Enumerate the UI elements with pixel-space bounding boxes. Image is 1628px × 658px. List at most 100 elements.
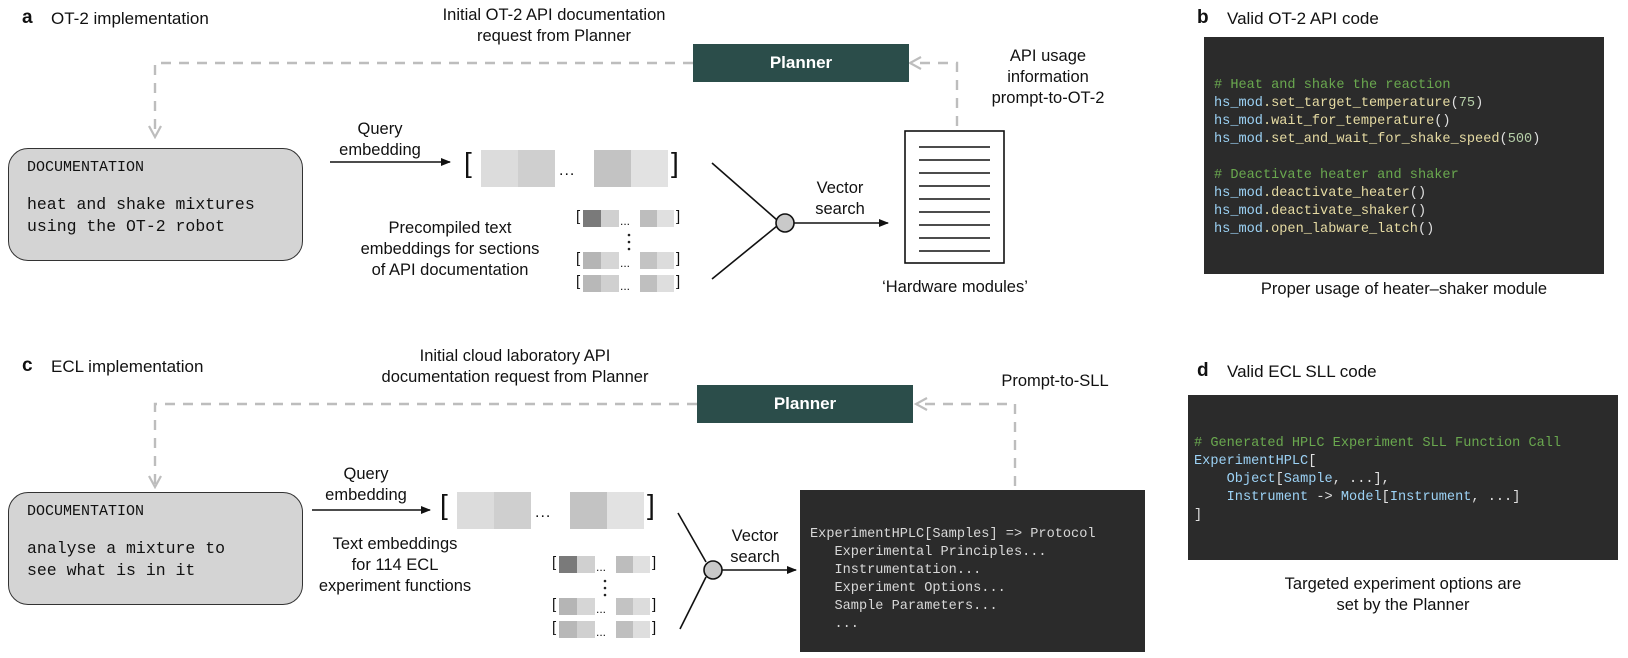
ot2-emb-bracket: [ [576, 208, 581, 225]
code-line: ] [1194, 508, 1203, 523]
code-variable: Model [1340, 490, 1382, 505]
code-line: hs_mod.deactivate_shaker() [1214, 203, 1604, 221]
code-punct: () [1434, 114, 1451, 129]
panel-d-caption-line-2: set by the Planner [1336, 596, 1470, 614]
ecl-prompt-label: Prompt-to-SLL [1001, 372, 1109, 390]
code-variable: Sample [1283, 472, 1333, 487]
code-number: 75 [1458, 96, 1476, 111]
code-punct: ( [1450, 96, 1459, 111]
ot2-doc-header: DOCUMENTATION [27, 159, 145, 176]
ot2-emb-ellipsis: ... [620, 279, 631, 293]
result-line: Instrumentation... [810, 563, 982, 578]
ot2-vector-label: Vector search [800, 178, 880, 220]
ot2-query-line-1: Query [357, 120, 403, 138]
code-punct: [ [1381, 490, 1390, 505]
code-function: .set_and_wait_for_shake_speed [1262, 132, 1500, 147]
ot2-precompiled-embeddings [583, 210, 674, 292]
panel-d-caption: Targeted experiment options are set by t… [1188, 574, 1618, 616]
code-line: hs_mod.set_and_wait_for_shake_speed(500) [1214, 131, 1604, 149]
code-comment: # Deactivate heater and shaker [1214, 168, 1459, 183]
ecl-emb-bracket: ] [652, 619, 657, 636]
panel-d-letter: d [1197, 360, 1209, 381]
ot2-usage-line-1: API usage [1009, 47, 1087, 65]
ot2-precomp-line-1: Precompiled text [388, 219, 512, 237]
ot2-request-label: Initial OT-2 API documentation request f… [404, 5, 704, 47]
code-variable: Instrument [1389, 490, 1472, 505]
ecl-query-embedding [457, 492, 644, 529]
ot2-vector-line-1: Vector [816, 179, 864, 197]
code-punct: () [1409, 186, 1427, 201]
panel-a-letter: a [22, 7, 33, 28]
code-variable: hs_mod [1214, 96, 1263, 111]
hardware-modules-document [904, 130, 1005, 264]
code-function: .deactivate_shaker [1262, 204, 1410, 219]
ecl-vector-line-2: search [730, 548, 780, 566]
panel-c-title: ECL implementation [51, 357, 204, 376]
result-line: Sample Parameters... [810, 599, 998, 614]
ot2-emb-bracket: [ [576, 250, 581, 267]
ecl-text-line-1: Text embeddings [332, 535, 458, 553]
code-line: hs_mod.deactivate_heater() [1214, 185, 1604, 203]
ecl-prompt-arrow [916, 404, 1017, 486]
code-punct: [ [1308, 454, 1317, 469]
panel-c-letter: c [22, 355, 33, 376]
ot2-precomp-line-2: embeddings for sections [360, 240, 540, 258]
ot2-request-line-1: Initial OT-2 API documentation [442, 6, 666, 24]
ecl-query-line-2: embedding [325, 486, 407, 504]
code-variable: hs_mod [1214, 132, 1263, 147]
ot2-request-line-2: request from Planner [476, 27, 632, 45]
result-line: ... [810, 617, 859, 632]
ecl-planner-box: Planner [697, 385, 913, 423]
ot2-precomp-line-3: of API documentation [371, 261, 529, 279]
ot2-query-bracket-close: ] [671, 147, 679, 178]
code-function: .deactivate_heater [1262, 186, 1410, 201]
ot2-emb-bracket: ] [676, 273, 681, 290]
ecl-function-embeddings [559, 556, 650, 638]
code-line: hs_mod.set_target_temperature(75) [1214, 95, 1604, 113]
ecl-emb-bracket: ] [652, 596, 657, 613]
ot2-planner-box: Planner [693, 44, 909, 82]
ecl-query-ellipsis: ... [535, 504, 552, 521]
ot2-query-label: Query embedding [320, 119, 440, 161]
ecl-request-label: Initial cloud laboratory API documentati… [345, 346, 685, 388]
ecl-text-line-2: for 114 ECL [351, 556, 439, 574]
code-line: Object[Sample, ...], [1194, 471, 1618, 489]
ot2-vector-line-2: search [815, 200, 865, 218]
ot2-query-line-2: embedding [339, 141, 421, 159]
code-punct: [ [1275, 472, 1284, 487]
ecl-vector-label: Vector search [715, 526, 795, 568]
result-line: Experiment Options... [810, 581, 1006, 596]
panel-d-caption-line-1: Targeted experiment options are [1284, 575, 1522, 593]
ecl-request-arrow [155, 402, 697, 487]
ecl-query-bracket-open: [ [440, 489, 448, 520]
code-punct: ( [1499, 132, 1508, 147]
code-punct: ) [1532, 132, 1541, 147]
code-variable: Instrument [1226, 490, 1309, 505]
ecl-request-line-2: documentation request from Planner [381, 368, 649, 386]
code-line: Instrument -> Model[Instrument, ...] [1194, 489, 1618, 507]
ecl-query-label: Query embedding [306, 464, 426, 506]
ecl-query-line-1: Query [343, 465, 389, 483]
code-variable: hs_mod [1214, 114, 1263, 129]
ecl-query-bracket-close: ] [647, 489, 655, 520]
code-line: hs_mod.wait_for_temperature() [1214, 113, 1604, 131]
ecl-emb-bracket: [ [552, 596, 557, 613]
ot2-usage-line-2: information [1007, 68, 1089, 86]
result-line: Experimental Principles... [810, 545, 1047, 560]
ecl-doc-header: DOCUMENTATION [27, 503, 145, 520]
ot2-query-bracket-open: [ [464, 147, 472, 178]
ecl-vector-line-1: Vector [731, 527, 779, 545]
panel-b-title: Valid OT-2 API code [1227, 9, 1379, 28]
code-punct: () [1417, 222, 1435, 237]
code-punct: -> [1308, 490, 1341, 505]
ecl-emb-bracket: [ [552, 619, 557, 636]
ecl-doc-line-2: see what is in it [27, 561, 196, 580]
code-comment: # Generated HPLC Experiment SLL Function… [1194, 436, 1562, 451]
ecl-emb-bracket: ] [652, 554, 657, 571]
code-function: ExperimentHPLC [1194, 454, 1309, 469]
ecl-text-embeddings-label: Text embeddings for 114 ECL experiment f… [300, 534, 490, 597]
